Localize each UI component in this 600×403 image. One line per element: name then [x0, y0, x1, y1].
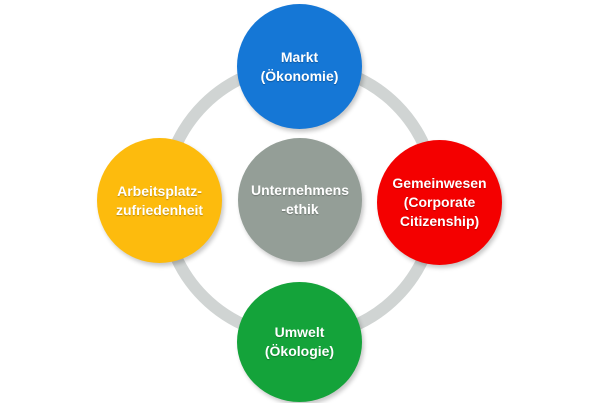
node-markt: Markt (Ökonomie)	[237, 4, 362, 129]
node-gemeinwesen-label: Gemeinwesen (Corporate Citizenship)	[392, 175, 487, 229]
node-gemeinwesen: Gemeinwesen (Corporate Citizenship)	[377, 140, 502, 265]
node-umwelt: Umwelt (Ökologie)	[237, 282, 362, 402]
node-unternehmensethik-label: Unternehmens -ethik	[250, 182, 350, 217]
node-umwelt-label: Umwelt (Ökologie)	[264, 324, 335, 359]
node-arbeitsplatzzufriedenheit-label: Arbeitsplatz- zufriedenheit	[115, 182, 204, 218]
node-unternehmensethik: Unternehmens -ethik	[238, 138, 362, 262]
node-arbeitsplatzzufriedenheit: Arbeitsplatz- zufriedenheit	[97, 138, 222, 263]
node-markt-label: Markt (Ökonomie)	[260, 48, 339, 84]
